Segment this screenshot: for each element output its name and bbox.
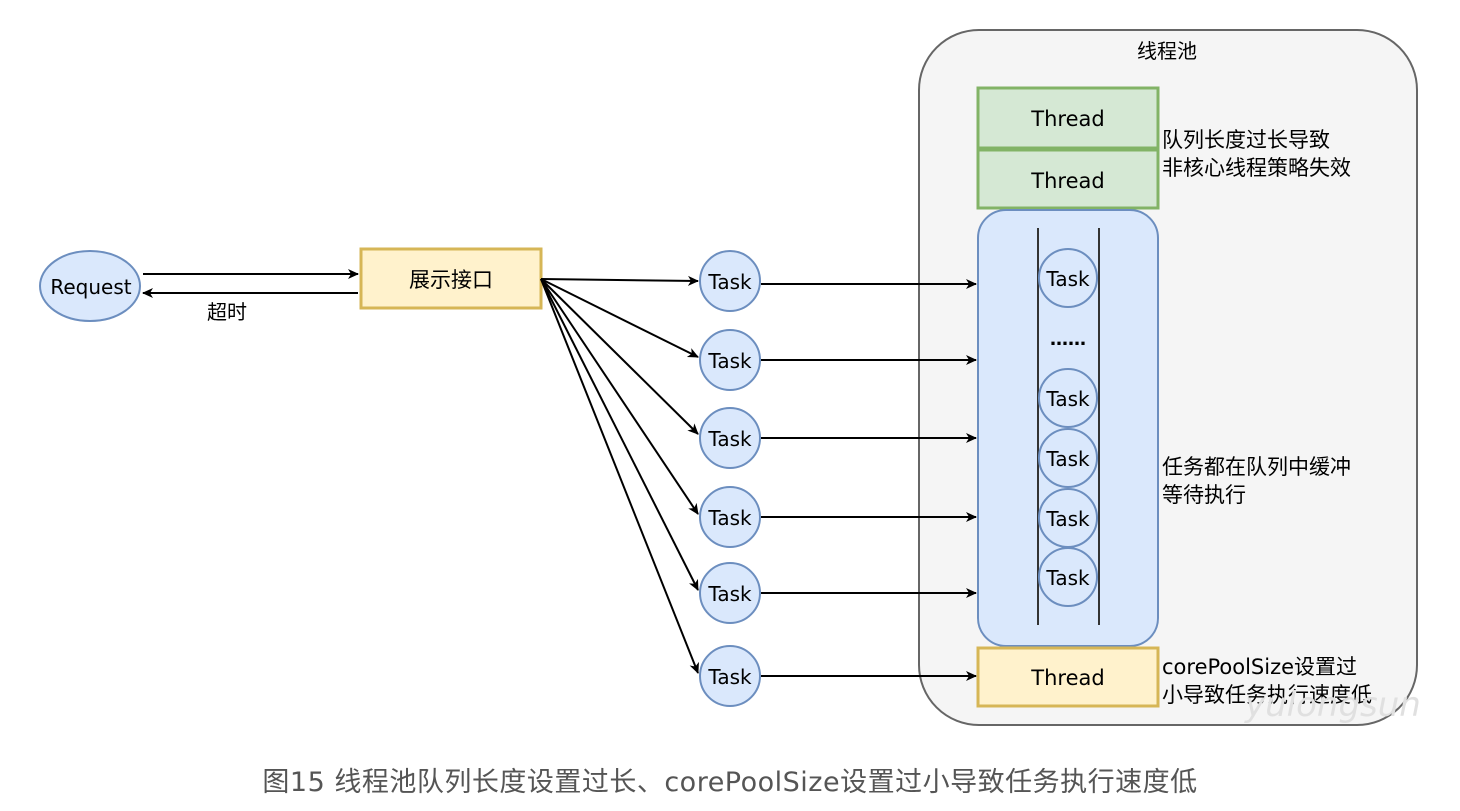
task-label: Task [707,349,752,373]
api-to-task-arrow [540,278,699,435]
api-to-task-arrow [540,278,699,358]
task-node [699,645,761,707]
core-thread-box-1 [976,86,1160,150]
queued-task-label: Task [1045,387,1090,411]
queued-task-circle [1038,368,1098,428]
queued-task-label: Task [1045,566,1090,590]
queued-task-circle [1038,428,1098,488]
api-label: 展示接口 [409,268,493,292]
timeout-label: 超时 [207,300,247,324]
task-node [699,250,761,312]
task-node [699,562,761,624]
request-label: Request [50,275,131,299]
api-to-task-arrow [540,278,699,591]
annotation-middle-line1: 任务都在队列中缓冲 [1162,455,1351,479]
task-node [699,329,761,391]
annotation-bottom-line1: corePoolSize设置过 [1162,655,1357,679]
api-to-task-arrow [540,278,699,674]
task-label: Task [707,506,752,530]
api-to-task-arrow [540,278,699,515]
task-label: Task [707,427,752,451]
annotation-top-line1: 队列长度过长导致 [1162,128,1330,152]
core-thread-label-bottom: Thread [1030,666,1104,690]
queue-ellipsis: …… [1050,329,1086,350]
thread-pool-title: 线程池 [1137,39,1197,63]
figure-caption: 图15 线程池队列长度设置过长、corePoolSize设置过小导致任务执行速度… [262,767,1198,798]
api-box [359,247,543,310]
task-node [699,486,761,548]
annotation-bottom-line2: 小导致任务执行速度低 [1162,683,1372,707]
annotation-middle-line2: 等待执行 [1162,483,1246,507]
annotation-top-line2: 非核心线程策略失效 [1162,156,1351,180]
task-node [699,407,761,469]
api-to-task-arrow [540,275,699,286]
task-label: Task [707,270,752,294]
core-thread-box-2 [976,148,1160,210]
watermark-text: yulongsun [1244,685,1421,725]
core-thread-label-1: Thread [1030,107,1104,131]
task-label: Task [707,582,752,606]
core-thread-label-2: Thread [1030,169,1104,193]
queued-task-label: Task [1045,447,1090,471]
task-label: Task [707,665,752,689]
queued-task-label: Task [1045,507,1090,531]
queued-task-circle [1038,547,1098,607]
request-node [39,250,141,322]
queued-task-circle [1038,248,1098,308]
queued-task-label: Task [1045,267,1090,291]
core-thread-box-bottom [976,646,1160,708]
